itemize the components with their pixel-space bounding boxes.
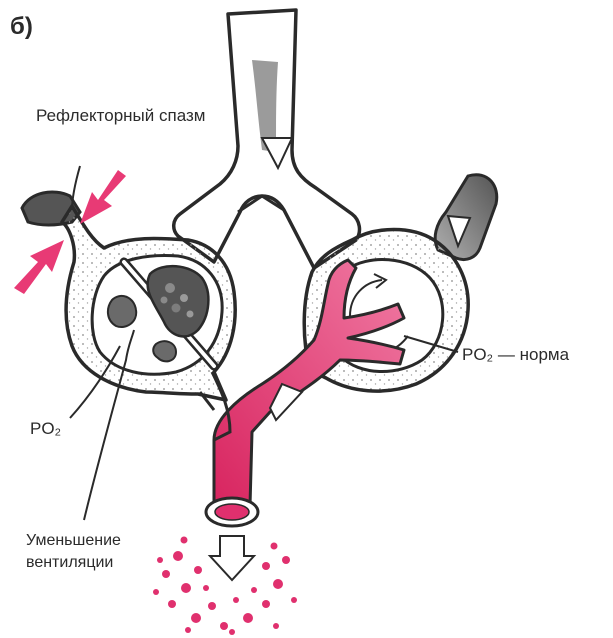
spasm-arrow-upper-icon — [80, 170, 126, 224]
reflex-spasm-label: Рефлекторный спазм — [36, 106, 206, 126]
vessel-cut-end — [206, 498, 258, 526]
ventilation-decrease-label: Уменьшение вентиляции — [26, 530, 176, 574]
spasm-arrow-lower-icon — [14, 240, 64, 294]
outflow-arrow-icon — [210, 536, 254, 580]
upper-airway — [174, 10, 360, 268]
po2-normal-label: PO₂ — норма — [462, 346, 569, 364]
panel-label: б) — [10, 14, 33, 39]
po2-low-label: PO₂ — [30, 420, 61, 438]
